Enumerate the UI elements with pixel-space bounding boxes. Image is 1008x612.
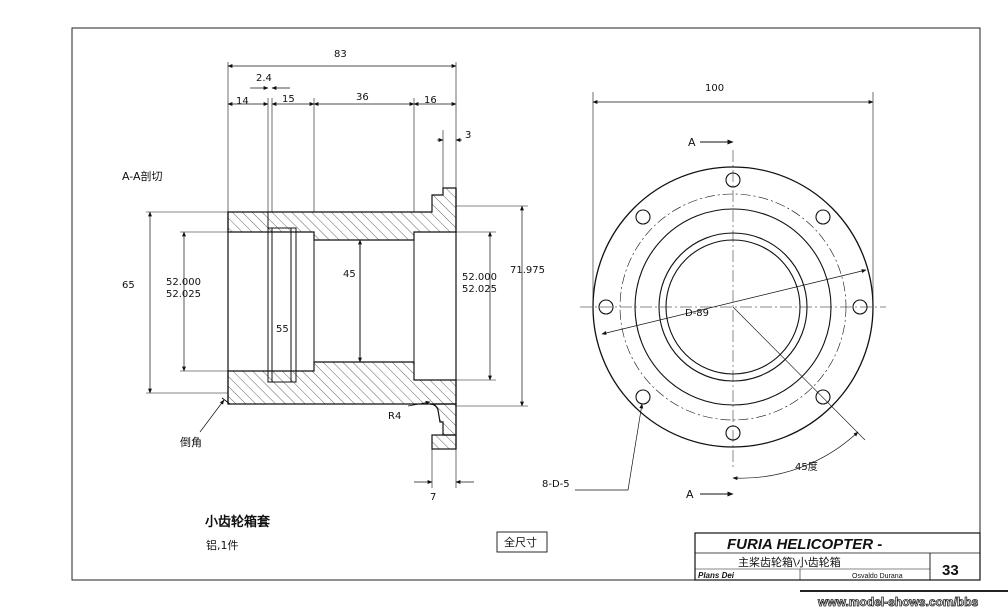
dim-16: 16 [424,95,437,106]
dim-52-000-right: 52.000 [462,272,497,283]
dim-14: 14 [236,96,249,107]
dim-3: 3 [465,130,471,141]
dim-71-975: 71.975 [510,265,545,276]
dim-100: 100 [705,83,724,94]
dim-65: 65 [122,280,135,291]
title-block-subtitle: 主桨齿轮箱\小齿轮箱 [738,555,841,569]
watermark-bar [800,590,1008,612]
hatched-flange-bottom [429,403,457,436]
chamfer-label: 倒角 [180,436,202,449]
bolt-hole [635,389,651,405]
dim-8-d-5: 8-D-5 [542,479,570,490]
bolt-hole [635,209,651,225]
part-name: 小齿轮箱套 [205,514,271,530]
hatched-wall-bottom [227,361,457,405]
scale-box [496,531,548,553]
dim-52-025-right: 52.025 [462,284,497,295]
dim-15: 15 [282,94,295,105]
front-view [575,92,886,497]
hatched-wall-top [227,187,457,241]
section-mark-top: A [688,136,696,149]
dim-7: 7 [430,492,436,503]
dim-45-degree: 45度 [795,460,818,473]
bolt-hole [815,209,831,225]
dim-52-025-left: 52.025 [166,289,201,300]
flange-lip-bottom [431,434,457,450]
dim-2-4: 2.4 [256,73,272,84]
section-label: A-A剖切 [122,169,163,183]
title-block [694,532,981,581]
dim-55: 55 [276,324,289,335]
watermark: www.model-shows.com/bbs [817,595,979,609]
title-block-plans: Plans Dei [698,571,735,580]
dim-d-89: D-89 [685,308,709,319]
section-view [146,62,528,488]
bolt-hole [815,389,831,405]
dim-r4: R4 [388,411,401,422]
material-note: 铝,1件 [206,538,239,552]
title-block-sheet-number: 33 [942,562,959,579]
drawing-frame [71,27,981,581]
section-mark-bottom: A [686,488,694,501]
dim-83: 83 [334,49,347,60]
title-block-project: FURIA HELICOPTER - [727,536,882,553]
dim-45: 45 [343,269,356,280]
title-block-author: Osvaldo Durana [852,573,903,580]
scale-label: 全尺寸 [504,535,537,549]
dim-52-000-left: 52.000 [166,277,201,288]
dim-36: 36 [356,92,369,103]
